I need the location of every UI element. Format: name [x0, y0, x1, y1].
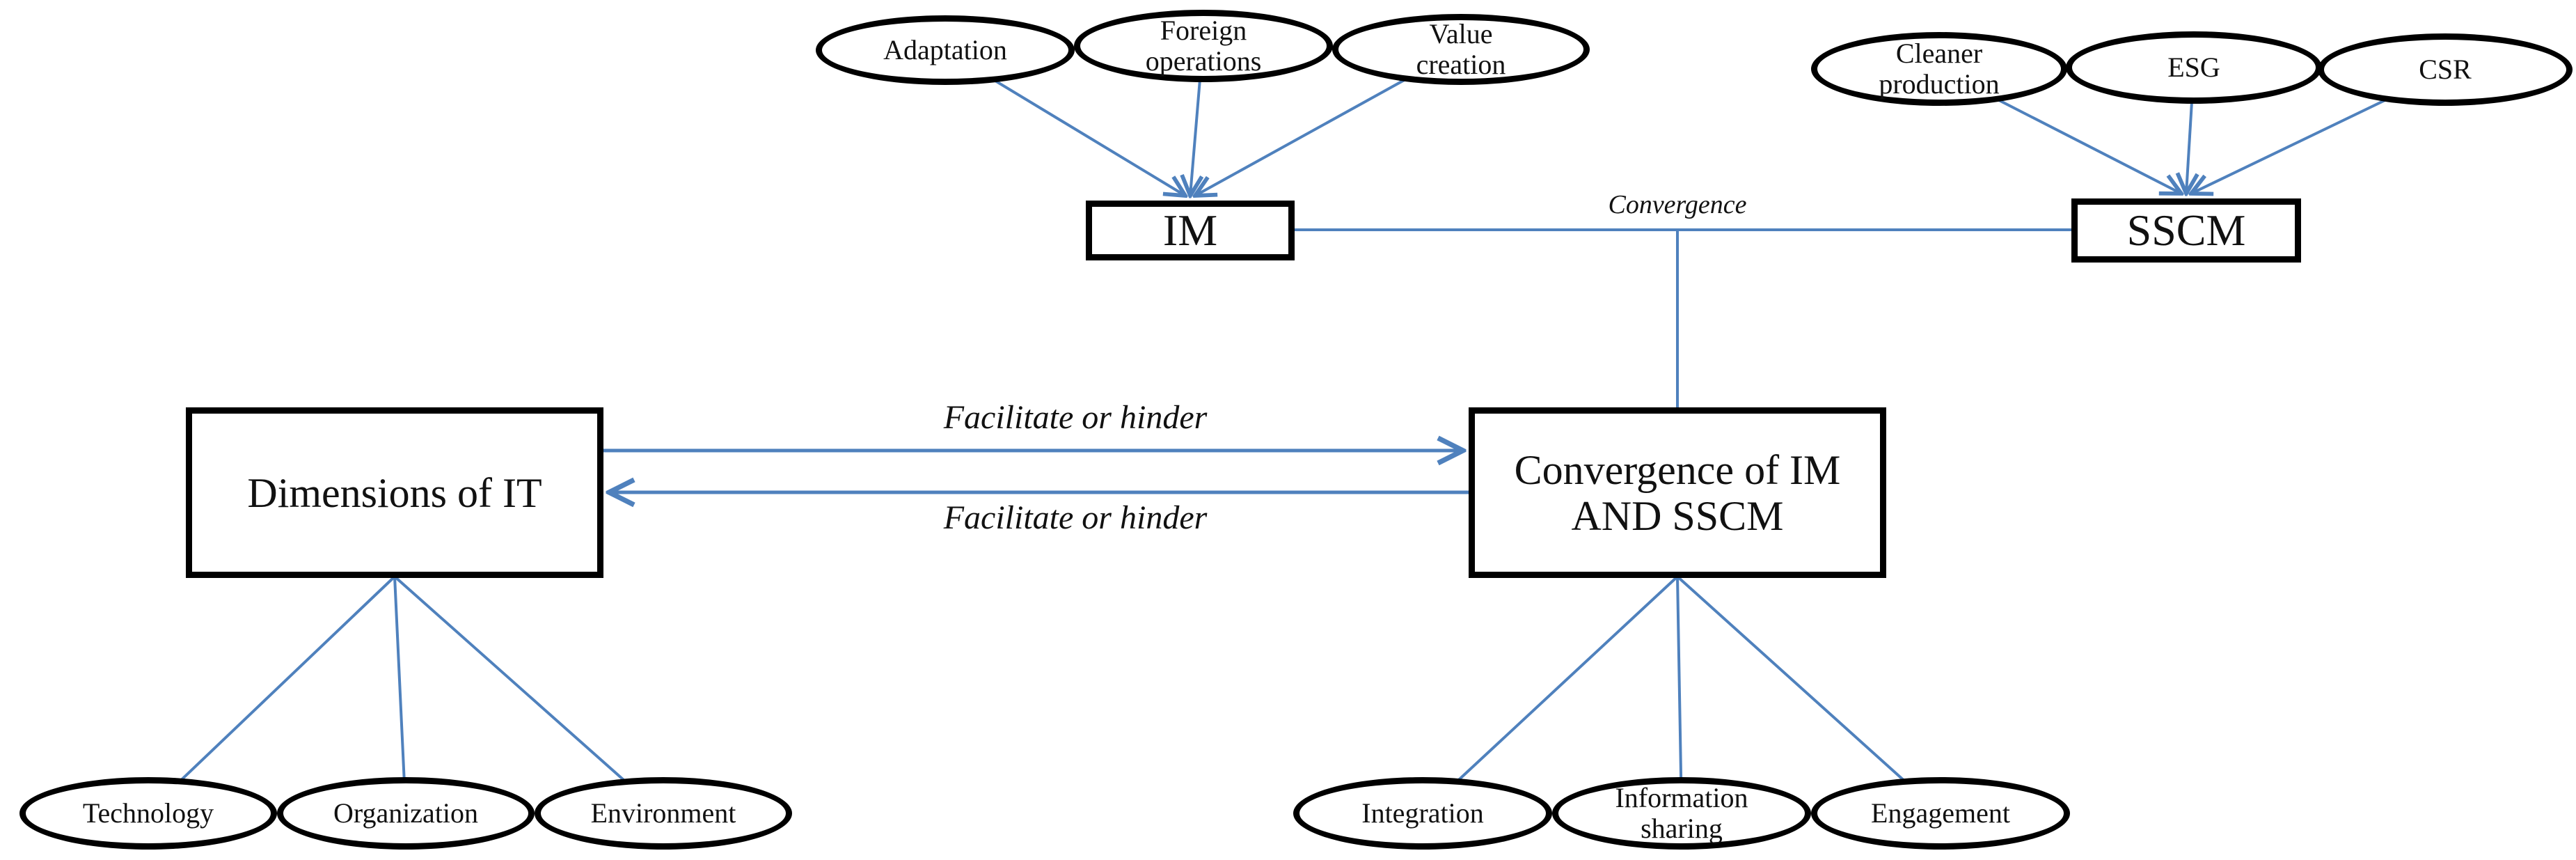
box-convergence-im-sscm: Convergence of IM AND SSCM	[1469, 407, 1886, 578]
ellipse-esg-label: ESG	[2167, 52, 2220, 83]
box-dimensions-of-it: Dimensions of IT	[186, 407, 603, 578]
ellipse-value-creation: Value creation	[1332, 14, 1590, 85]
ellipse-organization: Organization	[277, 777, 535, 850]
ellipse-engagement: Engagement	[1811, 777, 2070, 850]
ellipse-integration-label: Integration	[1361, 797, 1484, 829]
ellipse-adaptation: Adaptation	[816, 15, 1075, 85]
ellipse-adaptation-label: Adaptation	[883, 34, 1007, 65]
ellipse-technology-label: Technology	[82, 797, 214, 829]
ellipse-integration: Integration	[1293, 777, 1552, 850]
convergence-edge-label: Convergence	[1608, 190, 1747, 219]
ellipse-information-sharing: Information sharing	[1552, 777, 1811, 850]
box-sscm: SSCM	[2071, 198, 2301, 263]
box-im-label: IM	[1162, 205, 1218, 255]
line-conv-engagement	[1676, 575, 1942, 815]
ellipse-foreign-operations: Foreign operations	[1074, 10, 1333, 82]
ellipse-environment: Environment	[535, 777, 792, 850]
ellipse-csr: CSR	[2318, 33, 2573, 106]
facilitate-bottom-label: Facilitate or hinder	[943, 499, 1208, 536]
ellipse-foreign-operations-label: Foreign operations	[1145, 15, 1262, 77]
line-it-organization	[393, 576, 407, 814]
ellipse-csr-label: CSR	[2419, 54, 2472, 85]
line-it-environment	[393, 575, 663, 815]
line-conv-integration	[1421, 575, 1679, 815]
line-conv-information-sharing	[1676, 576, 1683, 814]
box-dimensions-of-it-label: Dimensions of IT	[247, 469, 542, 516]
ellipse-information-sharing-label: Information sharing	[1615, 782, 1748, 844]
ellipse-cleaner-production: Cleaner production	[1811, 32, 2067, 106]
ellipse-value-creation-label: Value creation	[1416, 18, 1506, 80]
ellipse-organization-label: Organization	[333, 797, 479, 829]
ellipse-cleaner-production-label: Cleaner production	[1879, 38, 2000, 100]
ellipse-engagement-label: Engagement	[1871, 797, 2010, 829]
line-it-technology	[145, 575, 396, 815]
box-sscm-label: SSCM	[2126, 205, 2246, 255]
facilitate-top-label: Facilitate or hinder	[943, 399, 1208, 436]
box-convergence-im-sscm-label: Convergence of IM AND SSCM	[1514, 446, 1841, 539]
ellipse-esg: ESG	[2066, 31, 2322, 104]
box-im: IM	[1086, 201, 1295, 260]
ellipse-technology: Technology	[19, 777, 277, 850]
ellipse-environment-label: Environment	[590, 797, 736, 829]
